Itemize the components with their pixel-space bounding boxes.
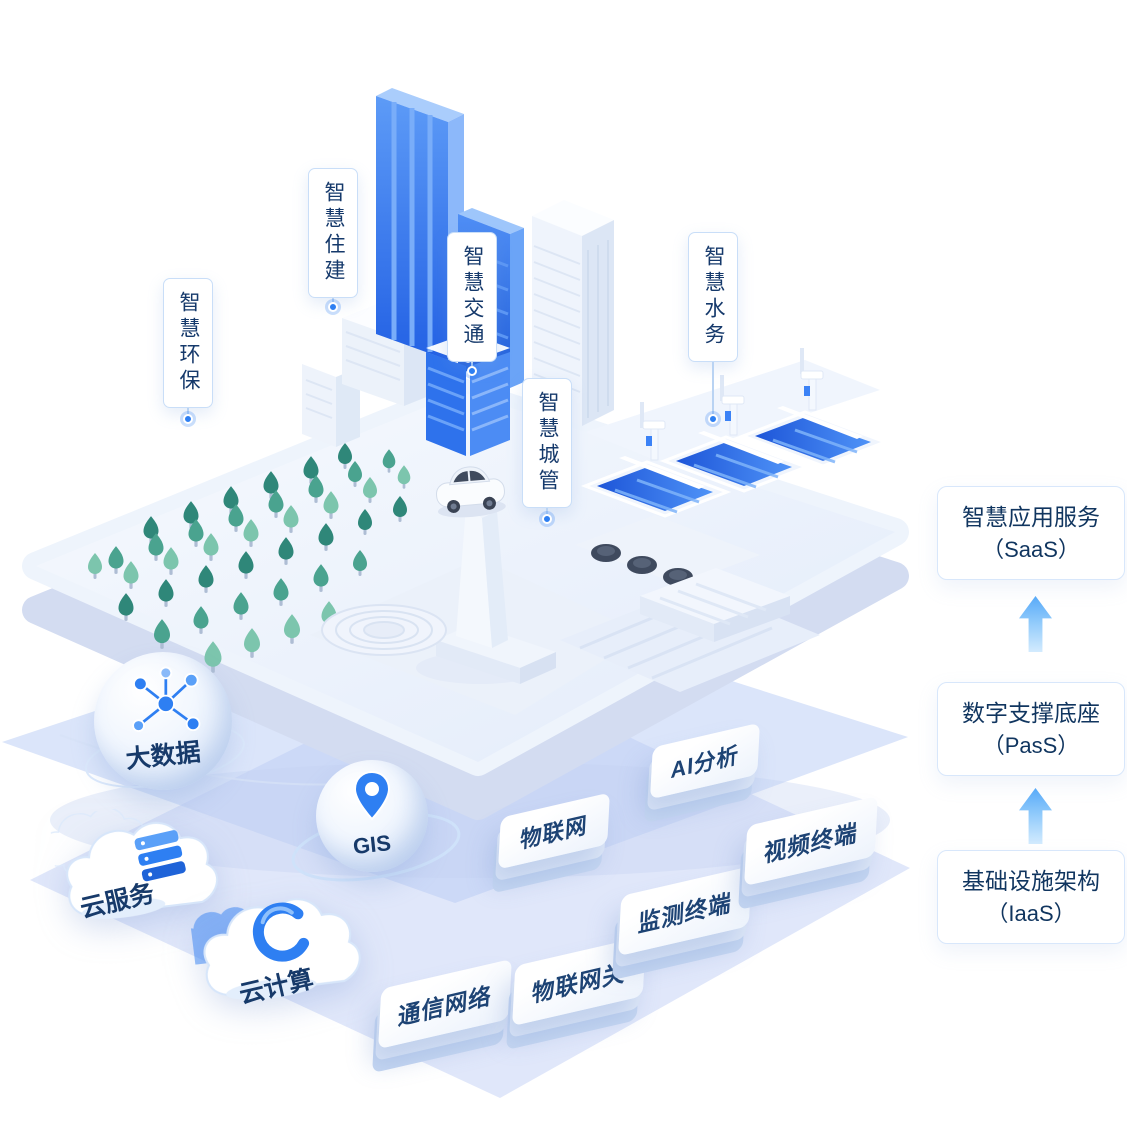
network-icon (132, 666, 201, 732)
callout-smart-transport: 智慧交通 (447, 232, 497, 376)
slab-comm-network: 通信网络 (372, 958, 512, 1074)
big-data-sphere: 大数据 (94, 652, 232, 790)
callout-leader-line (471, 362, 473, 366)
saas-title: 智慧应用服务 (962, 504, 1100, 530)
slab-video-terminal: 视频终端 (738, 795, 878, 911)
callout-dot-icon (328, 302, 338, 312)
callout-label: 智慧交通 (447, 232, 497, 362)
callout-label: 智慧环保 (163, 278, 213, 408)
iaas-subtitle: （IaaS） (986, 901, 1076, 926)
monument-tower (416, 499, 556, 684)
slab-monitor-terminal: 监测终端 (612, 865, 752, 981)
callout-label: 智慧城管 (522, 378, 572, 508)
paas-subtitle: （PasS） (982, 733, 1080, 758)
building-white-tower (532, 200, 614, 426)
callout-dot-icon (183, 414, 193, 424)
callout-leader-line (546, 508, 548, 514)
factory-box (640, 568, 790, 642)
video-terminal-label: 视频终端 (763, 818, 859, 868)
level-box-paas: 数字支撑底座 （PasS） (937, 682, 1125, 776)
iaas-title: 基础设施架构 (962, 868, 1100, 894)
callout-smart-environment: 智慧环保 (163, 278, 213, 424)
car (435, 466, 506, 518)
level-box-saas: 智慧应用服务 （SaaS） (937, 486, 1125, 580)
building-white-small (302, 354, 360, 447)
cloud-icon (186, 898, 361, 1000)
water-basin (580, 420, 732, 518)
callout-leader-line (332, 298, 334, 302)
callout-smart-city-management: 智慧城管 (522, 378, 572, 524)
monitor-terminal-label: 监测终端 (637, 888, 733, 938)
callout-dot-icon (467, 366, 477, 376)
gis-sphere: GIS (316, 760, 428, 872)
callout-dot-icon (542, 514, 552, 524)
comm-network-label: 通信网络 (397, 981, 493, 1031)
slab-iot: 物联网 (492, 792, 610, 894)
callout-label: 智慧水务 (688, 232, 738, 362)
c-swirl-icon (252, 902, 310, 962)
slab-ai-analysis: AI分析 (644, 722, 760, 824)
server-stack-icon (134, 830, 186, 882)
ai-analysis-label: AI分析 (670, 741, 740, 784)
callout-label: 智慧住建 (308, 168, 358, 298)
paas-title: 数字支撑底座 (962, 700, 1100, 726)
water-basins (580, 370, 890, 518)
tank-platform (575, 515, 760, 586)
cloud-service: 云服务 (48, 796, 235, 944)
water-basin (659, 395, 811, 493)
callout-leader-line (712, 362, 714, 414)
round-tank (321, 604, 447, 656)
water-basin (738, 370, 890, 468)
callout-leader-line (187, 408, 189, 414)
location-pin-icon (353, 770, 391, 821)
cloud-computing: 云计算 (186, 870, 377, 1026)
callout-smart-housing: 智慧住建 (308, 168, 358, 312)
callout-dot-icon (708, 414, 718, 424)
iot-label: 物联网 (519, 811, 589, 854)
cloud-icon (48, 807, 218, 919)
callout-smart-water: 智慧水务 (688, 232, 738, 424)
level-box-iaas: 基础设施架构 （IaaS） (937, 850, 1125, 944)
saas-subtitle: （SaaS） (982, 537, 1080, 562)
